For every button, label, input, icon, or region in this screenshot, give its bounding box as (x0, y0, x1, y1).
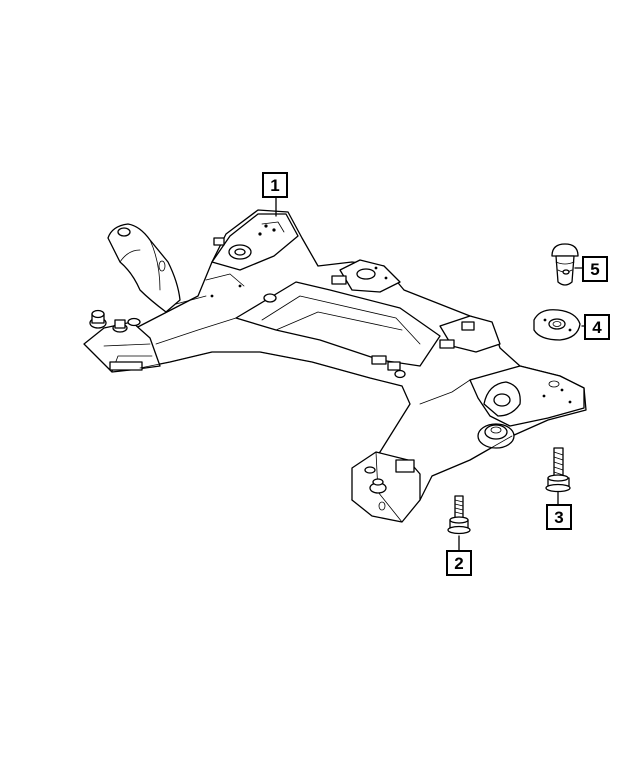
callout-1: 1 (262, 172, 288, 198)
callout-2: 2 (446, 550, 472, 576)
callout-5: 5 (582, 256, 608, 282)
plate-illustration (533, 309, 581, 341)
callout-4: 4 (584, 314, 610, 340)
bolt-3-illustration (545, 447, 571, 493)
bushing-illustration (551, 243, 579, 286)
front-crossmember-illustration (83, 209, 587, 523)
callout-3: 3 (546, 504, 572, 530)
bolt-2-illustration (447, 495, 471, 535)
